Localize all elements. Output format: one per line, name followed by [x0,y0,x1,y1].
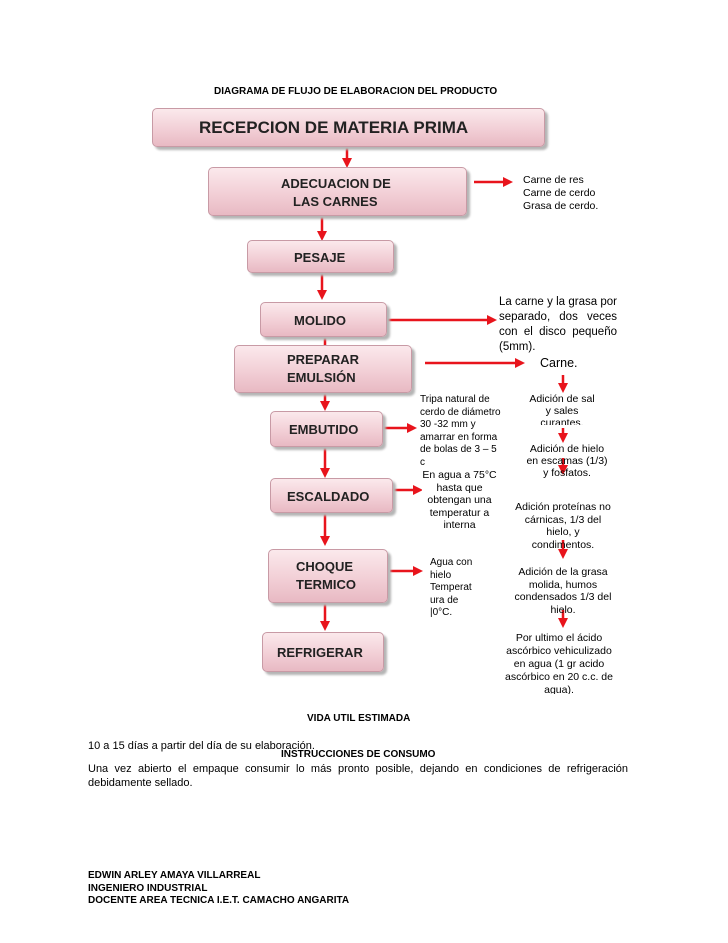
note-proteinas: Adición proteínas no cárnicas, 1/3 del h… [515,501,611,551]
step-choque: CHOQUE TERMICO [268,549,388,603]
step-emulsion-label-2: EMULSIÓN [287,370,356,385]
step-embutido: EMBUTIDO [270,411,383,447]
author-block: EDWIN ARLEY AMAYA VILLARREAL INGENIERO I… [88,870,349,908]
note-carnes-1: Carne de res [523,174,584,186]
step-refrigerar-label: REFRIGERAR [277,645,363,660]
step-pesaje-label: PESAJE [294,250,346,265]
step-emulsion: PREPARAR EMULSIÓN [234,345,412,393]
step-recepcion: RECEPCION DE MATERIA PRIMA [152,108,545,147]
step-escaldado-label: ESCALDADO [287,489,370,504]
note-hielo: Adición de hielo en escamas (1/3) y fosf… [526,443,608,479]
step-escaldado: ESCALDADO [270,478,393,513]
step-choque-label-1: CHOQUE [296,559,354,574]
step-emulsion-label-1: PREPARAR [287,352,359,367]
step-adecuacion: ADECUACION DE LAS CARNES [208,167,467,216]
author-name: EDWIN ARLEY AMAYA VILLARREAL [88,870,261,881]
note-carnes: Carne de res Carne de cerdo Grasa de cer… [523,174,633,213]
note-agua-hielo: Agua con hielo Temperat ura de |0°C. [430,557,473,618]
note-agua-escaldado: En agua a 75°C hasta que obtengan una te… [422,469,497,550]
note-tripa: Tripa natural de cerdo de diámetro 30 -3… [420,394,501,468]
note-acido: Por ultimo el ácido ascórbico vehiculiza… [505,632,613,694]
note-carnes-2: Carne de cerdo [523,187,596,199]
step-embutido-label: EMBUTIDO [289,422,359,437]
step-molido: MOLIDO [260,302,387,337]
step-molido-label: MOLIDO [294,313,346,328]
vida-util-text: 10 a 15 días a partir del día de su elab… [88,740,315,752]
author-title: INGENIERO INDUSTRIAL [88,882,208,894]
step-recepcion-label: RECEPCION DE MATERIA PRIMA [199,118,469,137]
vida-util-heading: VIDA UTIL ESTIMADA [307,713,411,724]
step-adecuacion-label-1: ADECUACION DE [281,176,391,191]
step-refrigerar: REFRIGERAR [262,632,384,672]
note-sal: Adición de sal y sales curantes. [529,393,595,425]
step-pesaje: PESAJE [247,240,394,273]
step-adecuacion-label-2: LAS CARNES [293,194,378,209]
instrucciones-heading: INSTRUCCIONES DE CONSUMO [281,749,436,760]
step-choque-label-2: TERMICO [296,577,356,592]
instrucciones-text: Una vez abierto el empaque consumir lo m… [88,763,628,789]
note-carnes-3: Grasa de cerdo. [523,200,599,212]
diagram-title: DIAGRAMA DE FLUJO DE ELABORACION DEL PRO… [214,86,498,97]
note-carne: Carne. [540,357,578,370]
note-grasa: Adición de la grasa molida, humos conden… [514,566,612,616]
author-position: DOCENTE AREA TECNICA I.E.T. CAMACHO ANGA… [88,895,350,906]
note-molido: La carne y la grasa por separado, dos ve… [499,296,617,353]
